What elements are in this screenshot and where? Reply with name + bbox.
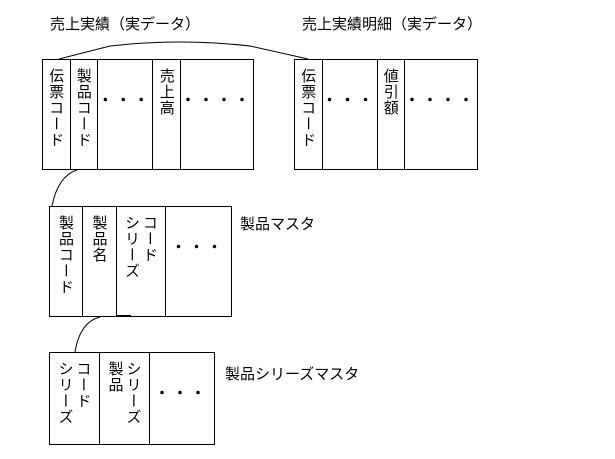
relation-line-product [51, 169, 78, 207]
column-sales-amount: 売上高 [153, 60, 182, 169]
column-product-series: シリーズ製品 [100, 353, 150, 444]
sales-detail-table: 伝票コード ・・・ 値引額 ・・・・ [294, 59, 478, 170]
column-ellipsis: ・・・ [171, 240, 226, 256]
column-ellipsis: ・・・・ [405, 93, 477, 109]
sales-detail-table-title: 売上実績明細（実データ） [302, 15, 483, 33]
column-ellipsis: ・・・ [98, 60, 154, 169]
sales-table: 伝票コード 製品コード ・・・ 売上高 ・・・・ [42, 59, 254, 170]
column-ellipsis: ・・・ [323, 60, 378, 169]
column-series-code: シリーズコード [50, 353, 100, 444]
column-product-code: 製品コード [50, 207, 83, 316]
series-master-title: 製品シリーズマスタ [225, 365, 360, 383]
column-slip-code: 伝票コード [295, 60, 323, 169]
column-product-name: 製品名 [83, 207, 117, 316]
column-series-code: シリーズコード [117, 207, 166, 316]
product-master-table: 製品コード 製品名 シリーズコード ・・・ [49, 206, 232, 317]
relation-line-sales-detail [58, 41, 309, 60]
column-ellipsis: ・・・・ [181, 93, 254, 109]
column-ellipsis: ・・・ [155, 386, 209, 402]
product-master-title: 製品マスタ [240, 215, 316, 233]
column-discount: 値引額 [378, 60, 405, 169]
column-slip-code: 伝票コード [43, 60, 71, 169]
relation-line-series [74, 316, 101, 353]
series-master-table: シリーズコード シリーズ製品 ・・・ [49, 352, 215, 445]
sales-table-title: 売上実績（実データ） [50, 15, 201, 33]
column-product-code: 製品コード [71, 60, 99, 169]
